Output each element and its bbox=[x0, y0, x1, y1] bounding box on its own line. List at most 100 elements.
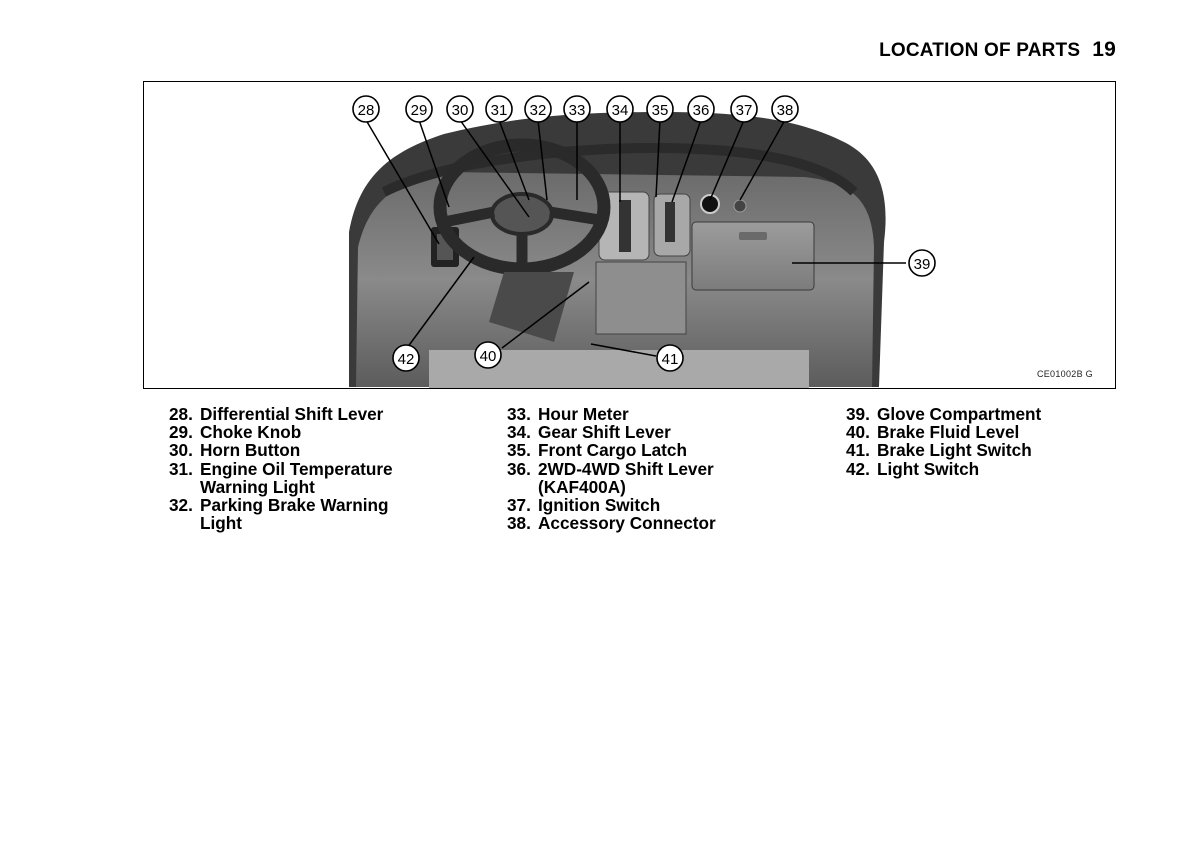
legend-column-1: 28. Differential Shift Lever 29. Choke Kno… bbox=[169, 405, 393, 533]
item-number: 34. bbox=[507, 422, 531, 443]
legend-item: 28. Differential Shift Lever bbox=[169, 405, 393, 423]
wheel-spokes bbox=[442, 206, 601, 277]
figure-code: CE01002B G bbox=[1036, 369, 1093, 379]
item-number: 40. bbox=[846, 422, 870, 443]
callout-41: 41 bbox=[656, 344, 684, 372]
dashboard-illustration: 28 29 30 31 32 33 34 35 36 37 38 39 40 4… bbox=[349, 95, 936, 388]
svg-text:35: 35 bbox=[652, 102, 669, 119]
callout-32: 32 bbox=[524, 95, 552, 123]
shift-slot-4wd bbox=[665, 202, 675, 242]
item-label: Hour Meter bbox=[538, 404, 629, 424]
svg-text:41: 41 bbox=[662, 351, 679, 368]
legend-item: 38. Accessory Connector bbox=[507, 514, 716, 532]
item-number: 28. bbox=[169, 404, 193, 424]
item-number: 35. bbox=[507, 440, 531, 461]
callout-30: 30 bbox=[446, 95, 474, 123]
item-number: 41. bbox=[846, 440, 870, 461]
item-label: Brake Light Switch bbox=[877, 440, 1032, 461]
item-number: 32. bbox=[169, 495, 193, 516]
item-label: 2WD-4WD Shift Lever bbox=[538, 458, 714, 479]
gear-slot bbox=[619, 200, 631, 252]
legend-item: 30. Horn Button bbox=[169, 441, 393, 459]
legend-item: 37. Ignition Switch bbox=[507, 496, 716, 514]
item-label: Warning Light bbox=[200, 476, 315, 497]
item-label: Parking Brake Warning bbox=[200, 495, 389, 516]
callout-28: 28 bbox=[352, 95, 380, 123]
callout-40: 40 bbox=[474, 341, 502, 369]
callout-38: 38 bbox=[771, 95, 799, 123]
svg-text:31: 31 bbox=[491, 102, 508, 119]
item-label: Light Switch bbox=[877, 458, 980, 479]
item-label: Gear Shift Lever bbox=[538, 422, 671, 443]
item-number: 33. bbox=[507, 404, 531, 424]
steering-column bbox=[489, 272, 574, 342]
svg-text:38: 38 bbox=[777, 102, 794, 119]
svg-text:40: 40 bbox=[480, 348, 497, 365]
legend-item: 36. 2WD-4WD Shift Lever bbox=[507, 458, 716, 479]
svg-text:30: 30 bbox=[452, 102, 469, 119]
legend-item: 31. Engine Oil Temperature bbox=[169, 458, 393, 479]
callout-37: 37 bbox=[730, 95, 758, 123]
svg-text:34: 34 bbox=[612, 102, 629, 119]
callout-36: 36 bbox=[687, 95, 715, 123]
dashboard-figure: 28 29 30 31 32 33 34 35 36 37 38 39 40 4… bbox=[143, 81, 1116, 389]
item-number: 39. bbox=[846, 404, 870, 424]
page-number: 19 bbox=[1092, 38, 1116, 61]
legend-column-3: 39. Glove Compartment 40. Brake Fluid Leve… bbox=[846, 405, 1041, 478]
item-number: 30. bbox=[169, 440, 193, 461]
item-label: Choke Knob bbox=[200, 422, 302, 443]
item-label: Light bbox=[200, 513, 242, 534]
item-number: 37. bbox=[507, 495, 531, 516]
legend-item: 29. Choke Knob bbox=[169, 423, 393, 441]
item-number: 36. bbox=[507, 458, 531, 479]
item-label: Brake Fluid Level bbox=[877, 422, 1020, 443]
item-label: Horn Button bbox=[200, 440, 301, 461]
item-label: Glove Compartment bbox=[877, 404, 1042, 424]
svg-text:42: 42 bbox=[398, 351, 415, 368]
glove-compartment bbox=[691, 221, 815, 291]
callout-29: 29 bbox=[405, 95, 433, 123]
legend-item: 41. Brake Light Switch bbox=[846, 441, 1041, 459]
legend-item: 40. Brake Fluid Level bbox=[846, 423, 1041, 441]
item-number: 29. bbox=[169, 422, 193, 443]
svg-text:29: 29 bbox=[411, 102, 428, 119]
item-label: Ignition Switch bbox=[538, 495, 661, 516]
svg-text:39: 39 bbox=[914, 256, 931, 273]
callout-34: 34 bbox=[606, 95, 634, 123]
item-label: Accessory Connector bbox=[538, 513, 716, 534]
accessory-connector bbox=[733, 199, 747, 213]
svg-text:36: 36 bbox=[693, 102, 710, 119]
glove-latch bbox=[739, 232, 767, 240]
center-column bbox=[595, 261, 687, 335]
legend-item: 33. Hour Meter bbox=[507, 405, 716, 423]
page-header: LOCATION OF PARTS 19 bbox=[879, 38, 1116, 62]
callout-33: 33 bbox=[563, 95, 591, 123]
item-label: Engine Oil Temperature bbox=[200, 458, 393, 479]
svg-text:37: 37 bbox=[736, 102, 753, 119]
legend-item: 34. Gear Shift Lever bbox=[507, 423, 716, 441]
legend-item-continued: Warning Light bbox=[169, 478, 393, 496]
legend-item: 35. Front Cargo Latch bbox=[507, 441, 716, 459]
item-number: 38. bbox=[507, 513, 531, 534]
callout-39: 39 bbox=[908, 249, 936, 277]
svg-text:32: 32 bbox=[530, 102, 547, 119]
legend-item-continued: Light bbox=[169, 514, 393, 532]
section-title: LOCATION OF PARTS bbox=[879, 40, 1081, 61]
item-number: 31. bbox=[169, 458, 193, 479]
svg-text:28: 28 bbox=[358, 102, 375, 119]
item-label: Differential Shift Lever bbox=[200, 404, 384, 424]
horn-hub bbox=[490, 192, 554, 236]
callout-35: 35 bbox=[646, 95, 674, 123]
legend-item: 39. Glove Compartment bbox=[846, 405, 1041, 423]
legend-item-continued: (KAF400A) bbox=[507, 478, 716, 496]
ignition-switch bbox=[700, 194, 720, 214]
legend-item: 42.Light Switch bbox=[846, 458, 1041, 479]
callout-31: 31 bbox=[485, 95, 513, 123]
leader-lines bbox=[365, 119, 906, 357]
legend-item: 32. Parking Brake Warning bbox=[169, 496, 393, 514]
legend-column-2: 33. Hour Meter 34. Gear Shift Lever 35. Fro… bbox=[507, 405, 716, 533]
callout-42: 42 bbox=[392, 344, 420, 372]
item-label: Front Cargo Latch bbox=[538, 440, 687, 461]
svg-text:33: 33 bbox=[569, 102, 586, 119]
item-label: (KAF400A) bbox=[538, 476, 626, 497]
